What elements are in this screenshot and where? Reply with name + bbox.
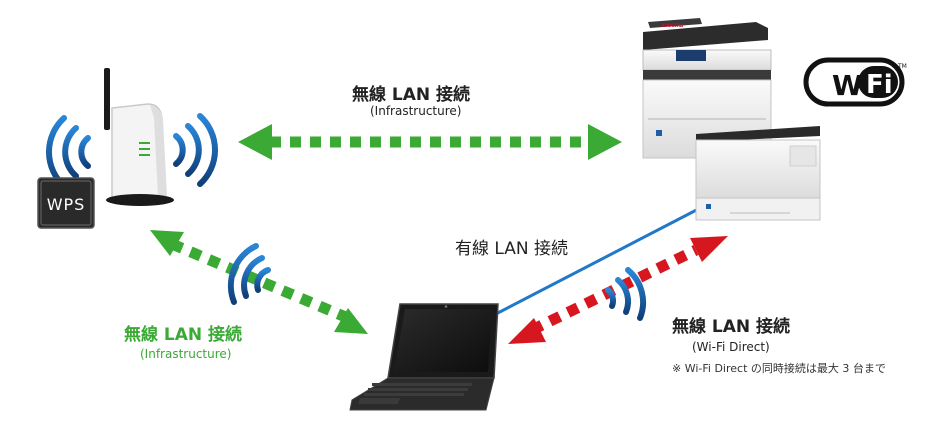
arrowhead-right — [588, 124, 622, 160]
wireless-router — [104, 68, 174, 206]
arrowhead-left — [238, 124, 272, 160]
laptop-wifi-waves-left-icon — [227, 243, 271, 305]
direct-connection-title: 無線 LAN 接続 — [672, 317, 791, 337]
laptop-screen — [394, 309, 492, 372]
wired-connection-title: 有線 LAN 接続 — [455, 239, 569, 259]
top-connection-title: 無線 LAN 接続 — [352, 85, 471, 105]
wps-button[interactable]: WPS — [37, 177, 95, 229]
infrastructure-link-top — [238, 124, 622, 160]
direct-connection-note: ※ Wi-Fi Direct の同時接続は最大 3 台まで — [672, 362, 886, 375]
arrowhead-up-right — [690, 236, 728, 262]
wps-label: WPS — [47, 195, 86, 214]
router-antenna — [104, 68, 110, 130]
control-panel-screen — [676, 50, 706, 61]
document-feeder — [643, 22, 768, 50]
laptop-wifi-waves-right-icon — [605, 267, 647, 321]
router-wifi-waves-left-icon — [45, 115, 91, 189]
left-connection-mode: (Infrastructure) — [140, 347, 232, 361]
laptop-keyboard — [364, 383, 472, 396]
wifi-direct-link — [508, 236, 728, 344]
arrowhead-down — [334, 308, 368, 334]
printer-top — [696, 126, 820, 142]
wifi-logo-fi: Fi — [866, 70, 893, 100]
laptop-touchpad — [358, 398, 400, 404]
router-wifi-waves-right-icon — [173, 113, 219, 187]
router-stand — [106, 194, 174, 206]
paper-tray — [695, 197, 821, 221]
wifi-logo: Wi Fi TM — [803, 57, 907, 107]
printer-panel — [789, 145, 817, 167]
laptop — [349, 303, 499, 411]
top-connection-mode: (Infrastructure) — [370, 104, 462, 118]
laser-printer — [695, 126, 821, 221]
arrowhead-up — [150, 230, 184, 256]
laptop-camera — [444, 305, 448, 308]
arrowhead-down-left — [508, 318, 546, 344]
left-connection-title: 無線 LAN 接続 — [124, 325, 243, 345]
printer-brand: KYOCERA — [662, 23, 684, 28]
trademark-symbol: TM — [897, 63, 907, 70]
infrastructure-link-left — [150, 230, 368, 334]
scanner-unit — [642, 49, 772, 71]
output-tray — [643, 70, 771, 80]
direct-connection-mode: (Wi-Fi Direct) — [692, 340, 770, 354]
wired-lan-cable — [491, 202, 709, 318]
